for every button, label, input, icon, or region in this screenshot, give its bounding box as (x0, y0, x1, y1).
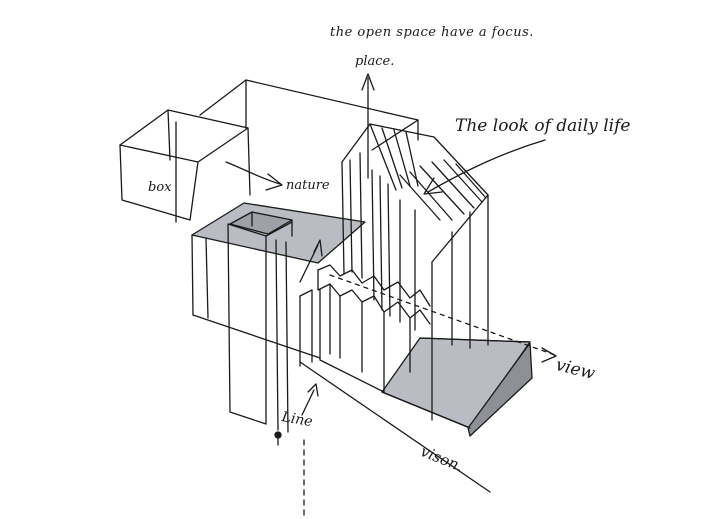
upper-floor-shading (191, 202, 366, 264)
nature-annotation: nature (286, 178, 330, 193)
box-annotation: box (148, 180, 172, 195)
inner-arrow (299, 239, 323, 283)
front-pillar (191, 211, 321, 433)
side-face-shading (467, 342, 533, 437)
left-box (119, 109, 251, 223)
nature-arrow (225, 161, 283, 191)
vision-line (299, 361, 491, 493)
daily-life-arrow (423, 139, 546, 195)
view-dashed-line (329, 274, 557, 363)
daily-life-annotation: The look of daily life (455, 116, 631, 136)
house-volume (341, 123, 489, 421)
stairs (317, 264, 431, 393)
lower-platform (381, 337, 531, 429)
place-axis-arrow (361, 73, 375, 179)
line-arrow (274, 383, 319, 446)
place-annotation: place. (355, 54, 395, 69)
open-space-annotation: the open space have a focus. (330, 25, 534, 40)
